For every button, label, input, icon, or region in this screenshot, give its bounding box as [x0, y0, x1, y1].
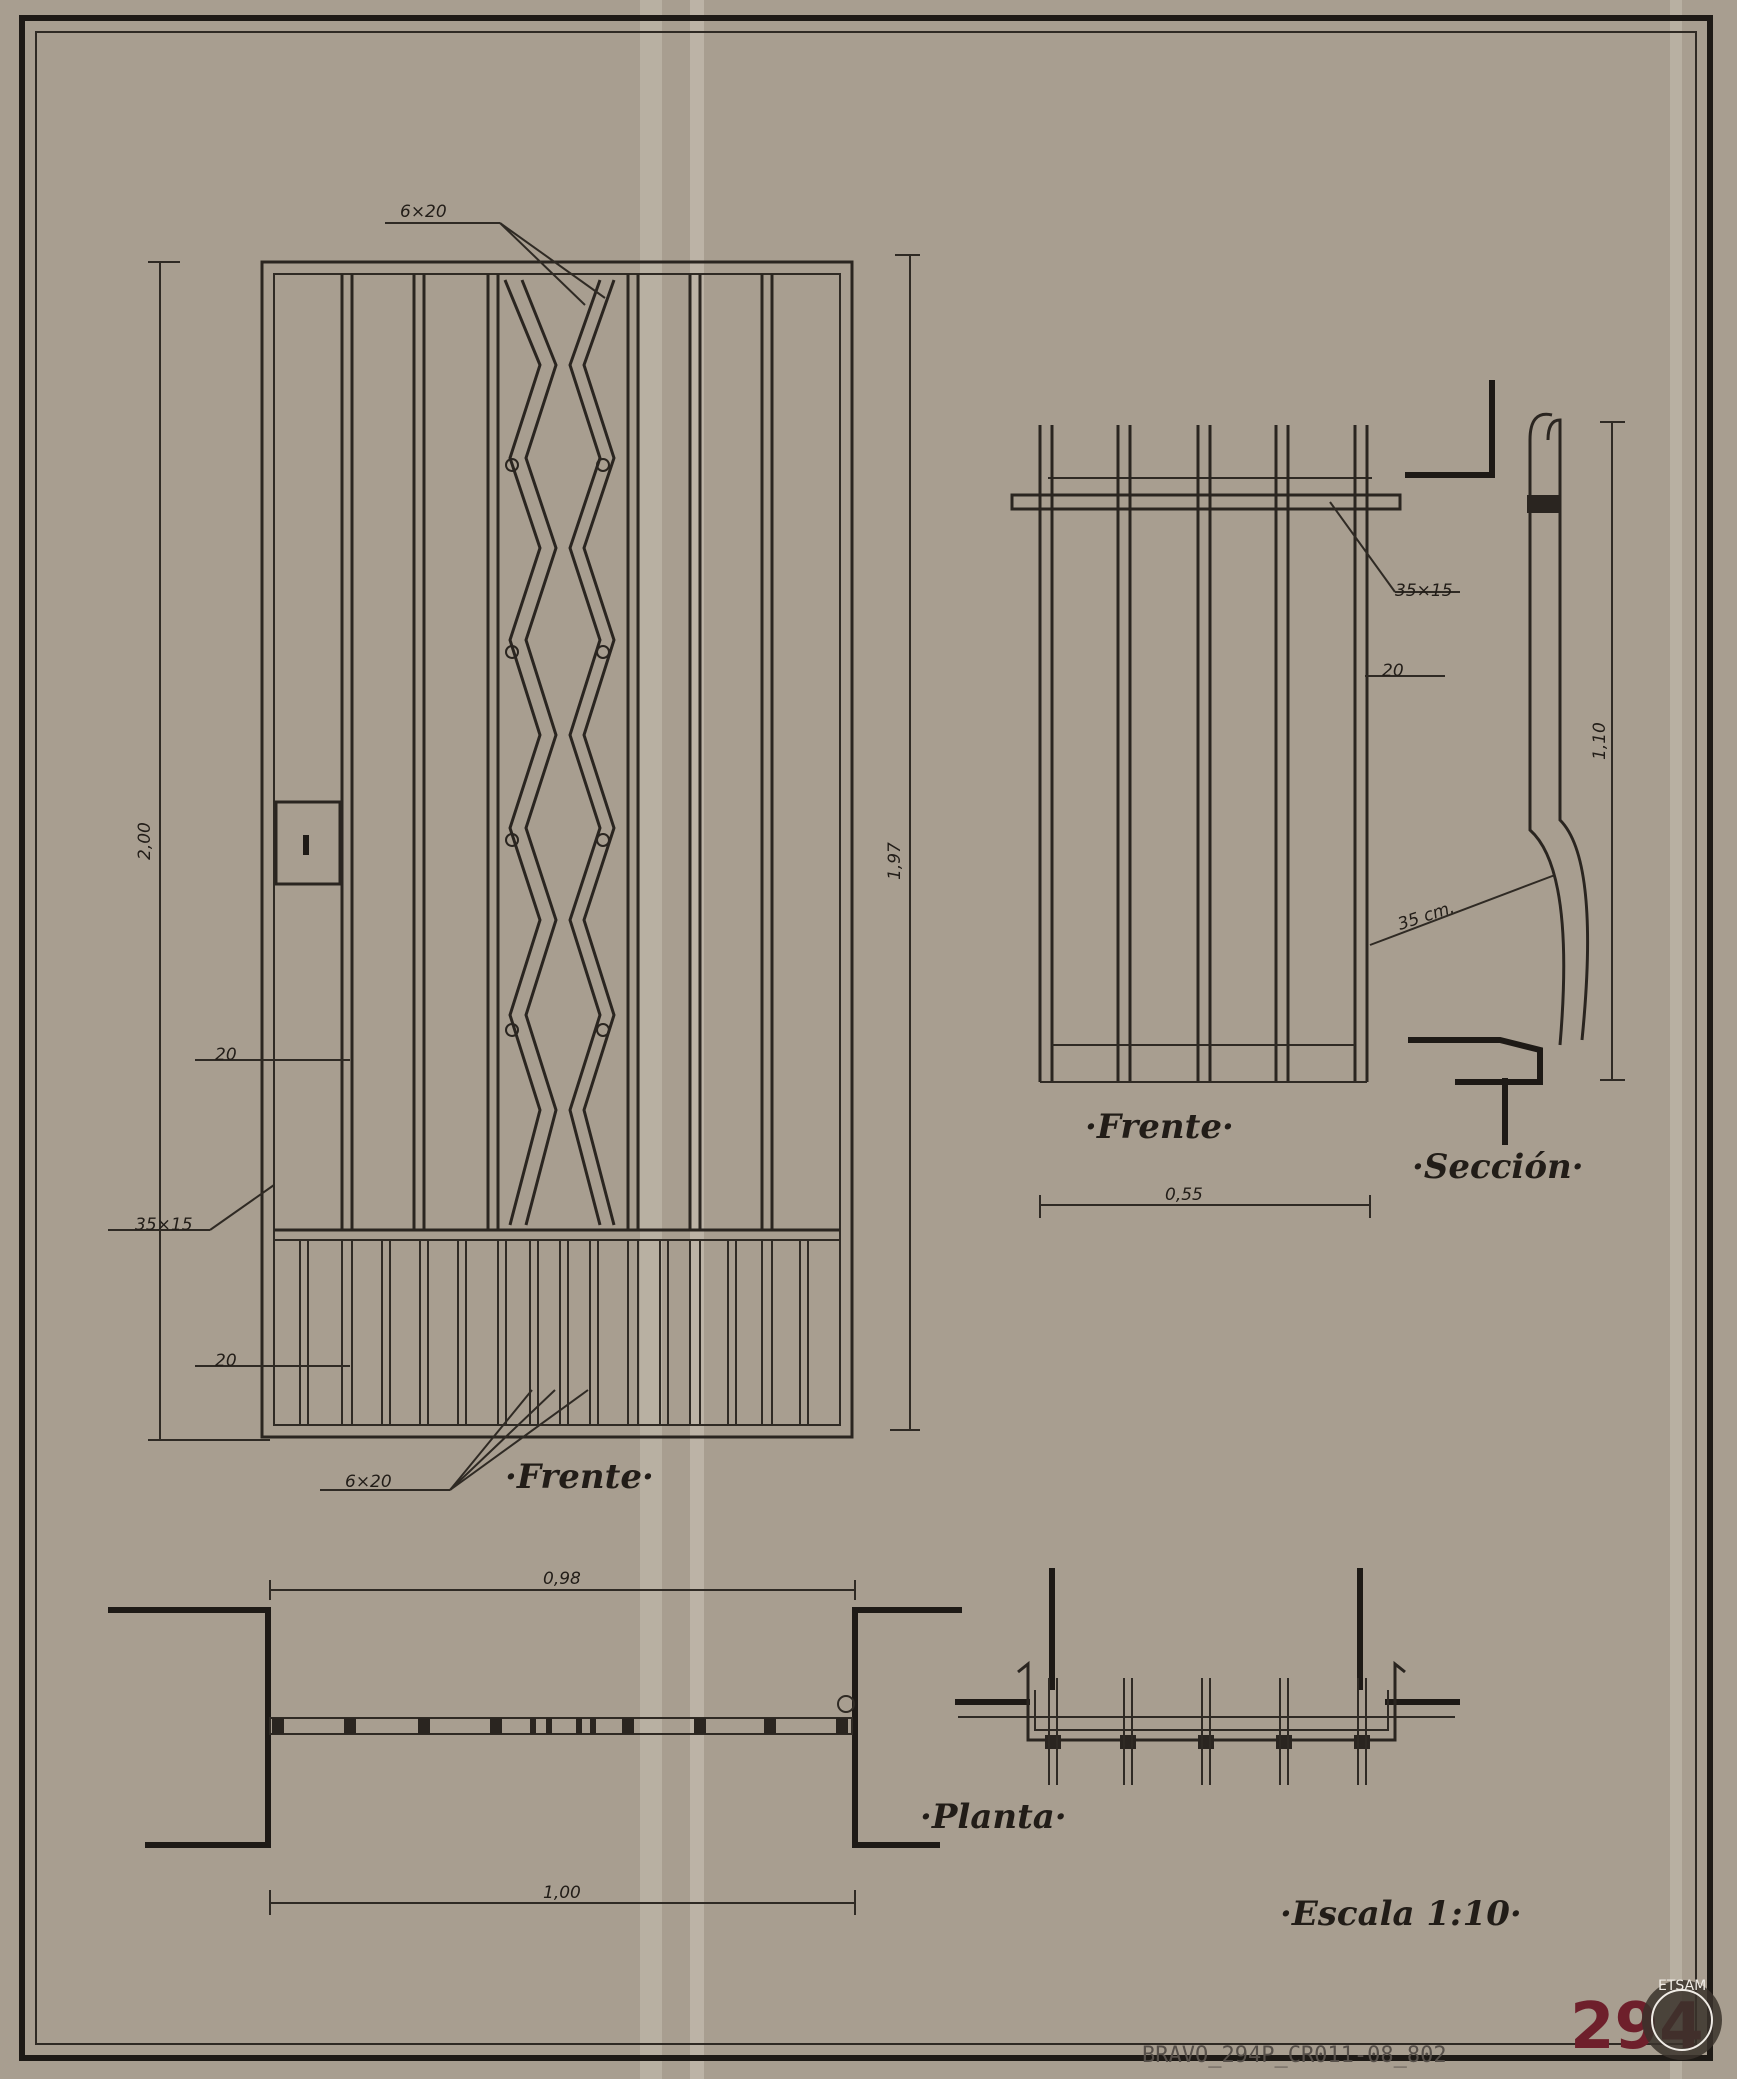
zigzag-bar-left [503, 279, 542, 1226]
zigzag-bar-right [568, 279, 602, 1226]
plan-dimensions [269, 1580, 856, 1915]
small-front-dimension [1039, 1195, 1371, 1218]
section-view: 1,10 ·Sección· [1405, 380, 1625, 1187]
label-bar-base: 6×20 [345, 1472, 392, 1492]
dim-section-height: 1,10 [1590, 722, 1610, 760]
main-front-view: 6×20 20 35×15 20 6×20 2,00 1,97 ·Frente· [108, 202, 920, 1497]
main-front-dimensions [148, 254, 920, 1441]
label-bar-top: 6×20 [400, 202, 447, 222]
plan-wall-left [108, 1607, 271, 1848]
label-bar: 20 [1382, 661, 1404, 681]
section-wall-top [1405, 380, 1495, 478]
label-frame: 35×15 [135, 1215, 193, 1235]
zigzag-bar-left-2 [520, 279, 558, 1226]
door-frame-inner [273, 273, 841, 1426]
small-front-view: 35×15 20 35 cm. 0,55 ·Frente· [1010, 425, 1556, 1218]
small-front-title: ·Frente· [1085, 1107, 1234, 1147]
plan-wall-right [852, 1607, 962, 1848]
dim-plan-top: 0,98 [543, 1569, 581, 1589]
etsam-logo: ETSAM [1642, 1978, 1722, 2060]
label-bar-mid: 20 [215, 1045, 237, 1065]
sheet-border [19, 15, 1713, 2061]
lower-vertical-bars [299, 1240, 809, 1425]
plan-detail [955, 1568, 1460, 1785]
plan-door-line [269, 1717, 853, 1735]
dim-height-left: 2,00 [135, 822, 155, 860]
dim-small-width: 0,55 [1165, 1185, 1203, 1205]
section-wall-bottom [1408, 1037, 1543, 1085]
logo-text: ETSAM [1658, 1978, 1706, 1994]
small-front-leaders [1329, 501, 1556, 946]
main-front-leaders [108, 222, 606, 1491]
small-front-bars [1038, 425, 1369, 1082]
laurel-wreath-icon [1651, 1989, 1713, 2051]
section-title: ·Sección· [1412, 1147, 1584, 1187]
plan-bar-sections [272, 1718, 848, 1734]
dim-height-right: 1,97 [885, 842, 905, 880]
label-rail: 35×15 [1395, 581, 1453, 601]
hinge-icon [837, 1695, 855, 1713]
lock-box [274, 800, 342, 886]
rivets [505, 458, 610, 1037]
door-frame-outer [260, 260, 854, 1439]
section-bar-profile [1546, 418, 1590, 1041]
plan-title: ·Planta· [920, 1797, 1067, 1837]
scale-label: ·Escala 1:10· [1280, 1894, 1522, 1934]
zigzag-bar-right-2 [582, 279, 616, 1226]
archive-code: BRAVO_294P_CR011-08_802 [1142, 2043, 1447, 2068]
plan-view: 0,98 1,00 ·Planta· [108, 1568, 1460, 1915]
main-front-title: ·Frente· [505, 1457, 654, 1497]
dim-plan-bottom: 1,00 [543, 1883, 581, 1903]
section-dimension [1600, 421, 1625, 1081]
label-bar-bottom: 20 [215, 1351, 237, 1371]
upper-vertical-bars [340, 274, 774, 1230]
section-joint [1527, 495, 1561, 513]
